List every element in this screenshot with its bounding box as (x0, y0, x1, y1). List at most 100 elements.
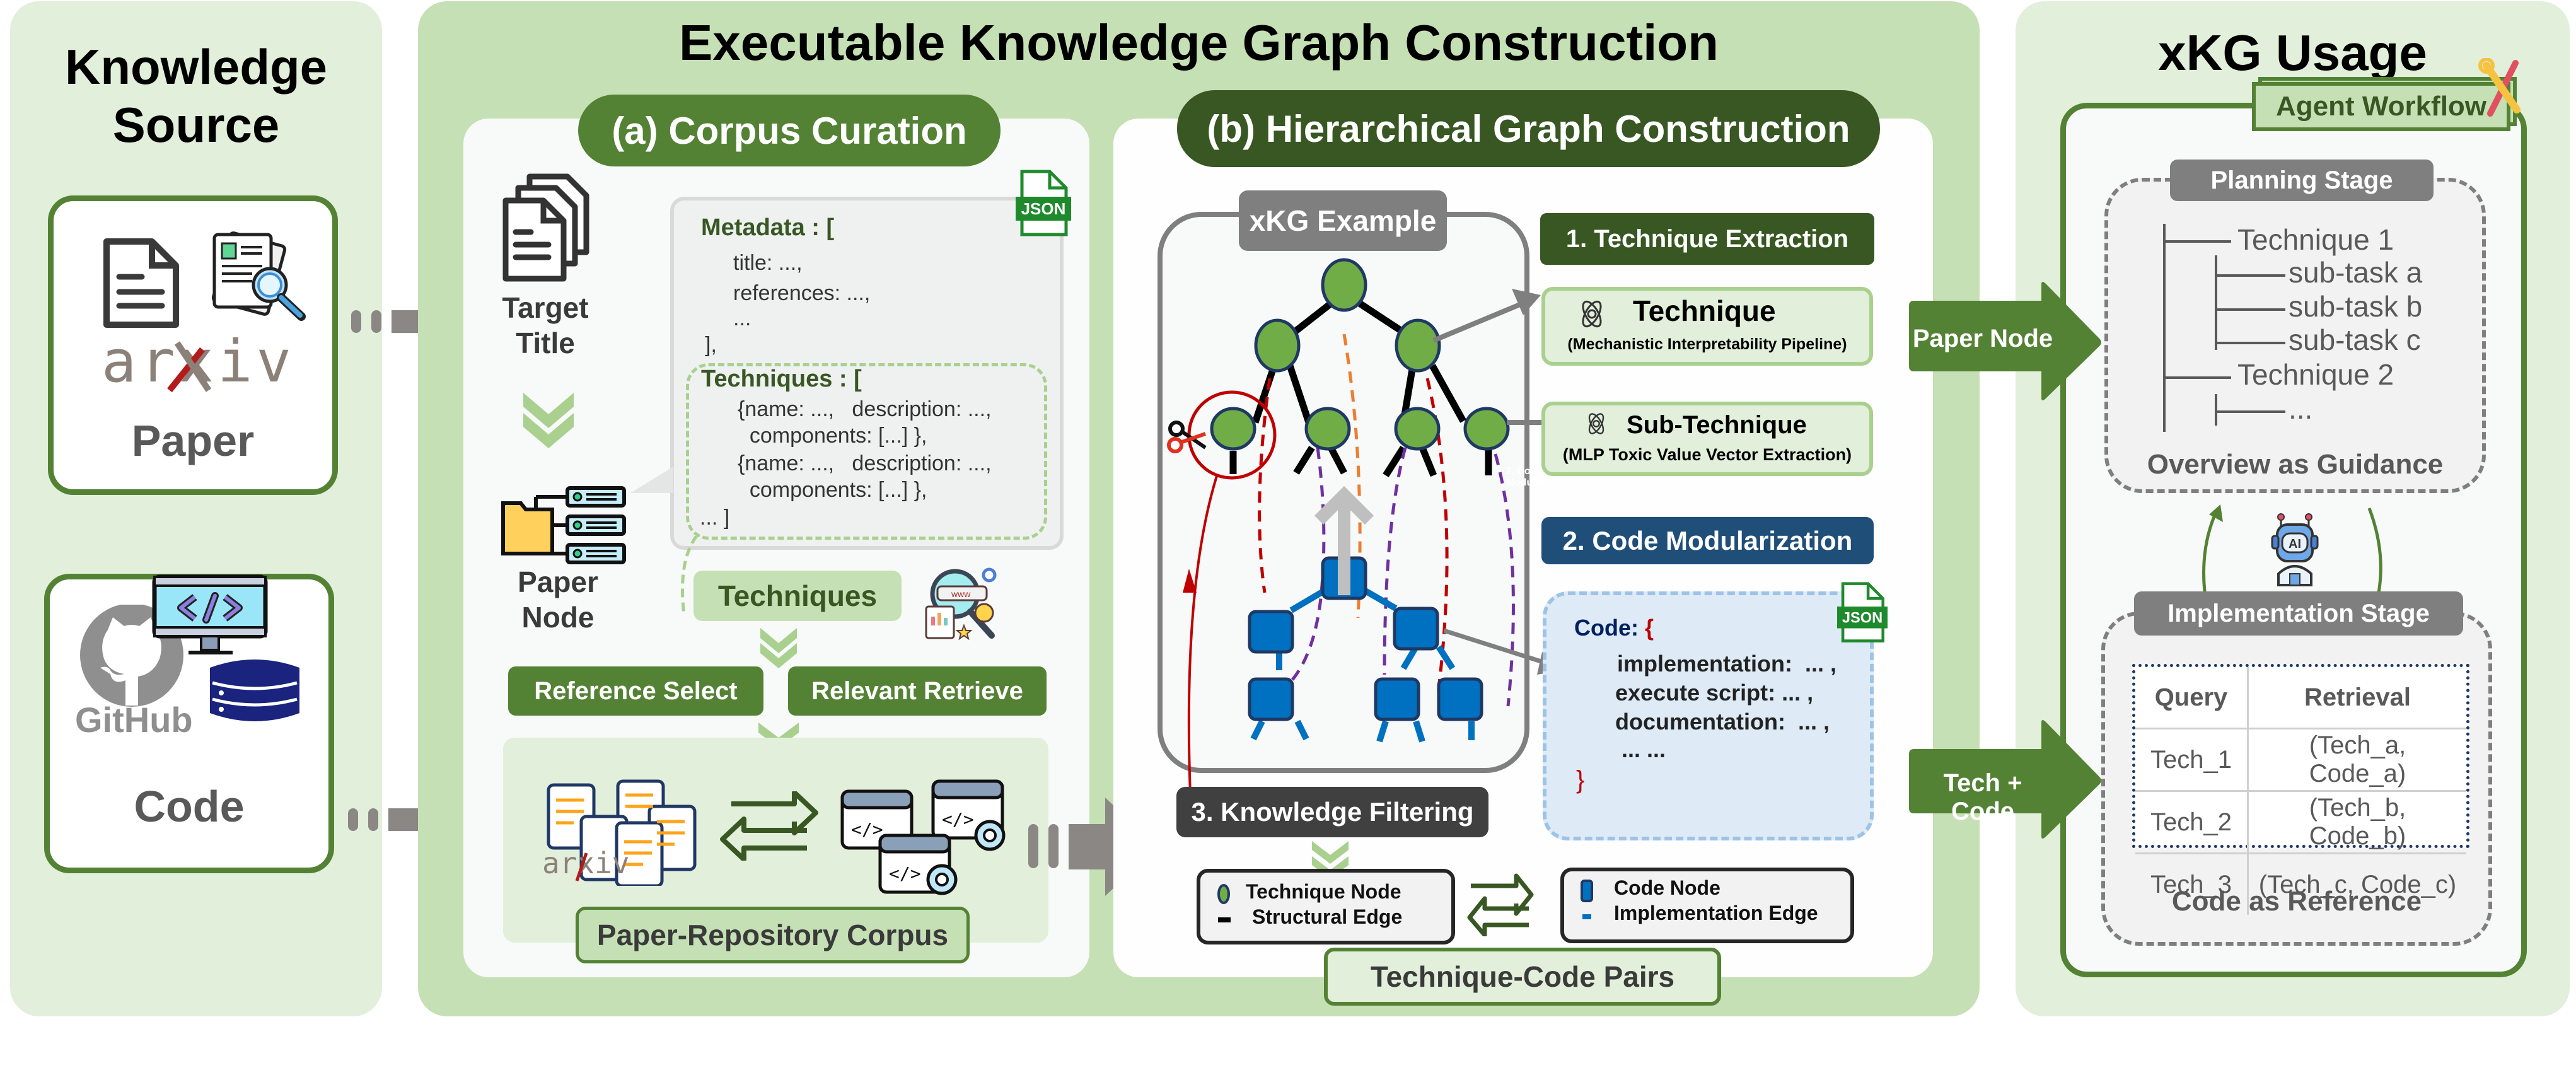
reference-select-button[interactable]: Reference Select (508, 666, 763, 716)
agent-workflow-tab: Agent Workflow (2252, 82, 2510, 131)
tools-icon (2478, 58, 2521, 117)
code-head: Code: { (1574, 615, 1654, 641)
tree-branch (2216, 308, 2285, 311)
code-legend-box (1560, 868, 1854, 943)
implementation-edge (1250, 719, 1265, 741)
planning-tree: Technique 1 sub-task a sub-task b sub-ta… (2159, 218, 2462, 432)
subtechnique-card (1541, 402, 1873, 476)
techniques-connector-line (681, 536, 699, 615)
svg-text:JSON: JSON (1842, 610, 1883, 626)
tree-vertical-line (2163, 224, 2166, 432)
legend-technique-node: Technique Node (1246, 880, 1401, 903)
correspondence-edge (1342, 334, 1362, 619)
code-line: documentation: ... , (1615, 709, 1830, 735)
structural-edge (1429, 364, 1466, 423)
metadata-line: references: ..., (733, 281, 871, 305)
tech-code-arrow-label[interactable]: Tech + Code (1943, 769, 2022, 825)
technique-title: Technique (1633, 294, 1776, 327)
tree-branch (2164, 240, 2231, 243)
technique-node (1463, 407, 1510, 451)
tree-branch (2216, 342, 2285, 344)
correspondence-edge (1494, 453, 1515, 707)
implementation-edge (1376, 720, 1389, 743)
paper-node-arrow-shape (1909, 282, 2101, 400)
table-row: Tech_2 (Tech_b, Code_b) (2135, 790, 2466, 854)
table-row: Tech_1 (Tech_a, Code_a) (2135, 728, 2466, 792)
planning-stage-box (2104, 178, 2486, 493)
tree-item-subtask: sub-task a (2289, 256, 2423, 289)
bidirectional-arrows-icon (720, 791, 818, 861)
table-cell-query: Tech_2 (2135, 790, 2249, 854)
code-node (1437, 677, 1483, 721)
svg-text:</>: </> (889, 863, 921, 884)
correspondence-edge (1258, 378, 1272, 593)
svg-text:arxiv: arxiv (542, 846, 629, 880)
techniques-label: Techniques (693, 571, 902, 621)
table-row: Tech_3 (Tech_c, Code_c) (2135, 852, 2466, 915)
technique-legend-box (1197, 869, 1455, 944)
code-line: implementation: ... , (1617, 651, 1837, 677)
xkg-graph (1167, 258, 1515, 794)
svg-text:AI: AI (2289, 537, 2301, 551)
svg-text:JSON: JSON (1021, 199, 1066, 218)
code-node (1248, 610, 1294, 654)
ai-robot-icon: AI (2271, 513, 2319, 586)
code-monitor-icon (152, 574, 268, 654)
tree-branch (2164, 376, 2231, 379)
metadata-json-box (670, 197, 1064, 550)
usage-title: xKG Usage (2158, 25, 2427, 81)
technique-node (1304, 407, 1351, 451)
code-label: Code (134, 782, 245, 831)
atom-icon (1582, 300, 1602, 328)
xkg-example-label: xKG Example (1239, 190, 1447, 251)
metadata-head: Metadata : [ (701, 214, 835, 241)
technique-node (1210, 407, 1256, 451)
legend-implementation-edge: Implementation Edge (1614, 902, 1818, 924)
tree-branch (2216, 274, 2285, 277)
tree-vertical-line (2215, 394, 2217, 426)
code-windows-gear-icon: </> </> </> (840, 779, 1006, 895)
chevron-down-icon (523, 393, 574, 448)
structural-edge (1328, 446, 1347, 475)
json-file-icon: JSON (1837, 582, 1888, 642)
technique-entry-line: {name: ..., description: ..., (738, 397, 992, 421)
graph-construction-header: (b) Hierarchical Graph Construction (1177, 90, 1880, 167)
implementation-edge (1436, 645, 1456, 670)
paper-node-folder-icon (501, 486, 626, 564)
technique-pointer-arrow (1432, 289, 1541, 343)
technique-node (1395, 318, 1441, 373)
knowledge-source-title: Knowledge Source (64, 39, 327, 153)
implementation-stage-label: Implementation Stage (2134, 591, 2463, 636)
metadata-line: ... (733, 306, 751, 330)
structural-edge (1293, 446, 1315, 475)
json-file-icon: JSON (1016, 170, 1071, 236)
paper-node-arrow-label[interactable]: Paper Node (1912, 325, 2053, 352)
implementation-edge (1400, 645, 1419, 670)
code-node (1374, 677, 1420, 721)
paper-label: Paper (131, 416, 255, 465)
svg-text:</>: </> (851, 819, 883, 840)
code-node (1248, 677, 1294, 721)
code-line: execute script: ... , (1615, 680, 1814, 706)
technique-node-marker (1217, 884, 1230, 904)
filtering-feedback-line (1187, 475, 1218, 794)
implementation-edge-marker (1582, 914, 1591, 919)
paper-clipboards-icon: arxiv (542, 779, 697, 886)
tree-item-subtask: sub-task c (2289, 323, 2421, 356)
database-icon (210, 660, 299, 721)
table-cell-query: Tech_1 (2135, 728, 2249, 792)
callout-pointer (630, 467, 673, 493)
step1-technique-extraction: 1. Technique Extraction (1540, 213, 1874, 265)
svg-text:</>: </> (942, 809, 974, 830)
technique-subtitle: (Mechanistic Interpretability Pipeline) (1567, 335, 1847, 353)
subtechnique-title: Sub-Technique (1627, 411, 1807, 439)
table-header-row: Query Retrieval (2135, 667, 2466, 729)
document-icon (103, 238, 179, 328)
paper-source-box: arxiv Paper (48, 195, 338, 495)
tree-item-technique: Technique 2 (2237, 358, 2394, 391)
step3-knowledge-filtering: 3. Knowledge Filtering (1176, 787, 1488, 837)
relevant-retrieve-button[interactable]: Relevant Retrieve (788, 666, 1047, 716)
technique-node (1321, 258, 1367, 312)
github-wordmark: GitHub (75, 700, 193, 740)
target-title-label: Target Title (502, 291, 589, 359)
